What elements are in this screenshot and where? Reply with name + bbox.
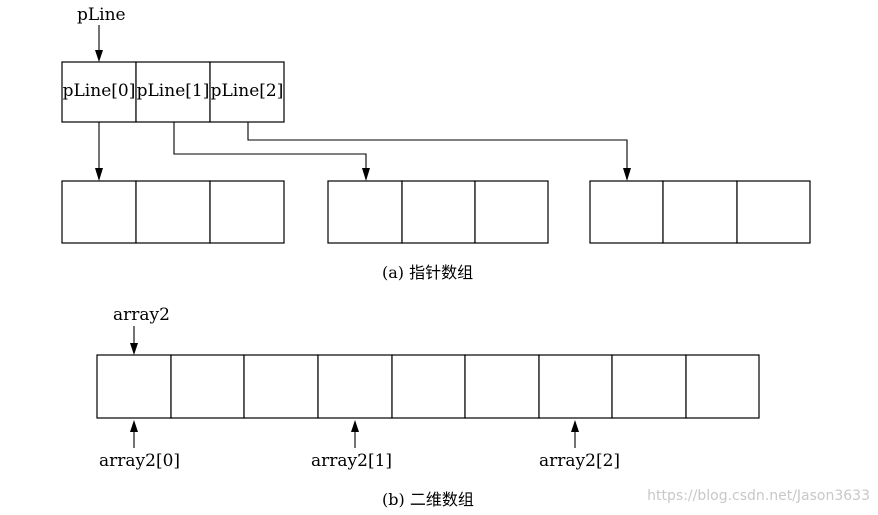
row1-cell-0 — [327, 180, 403, 244]
array2-cell-8 — [685, 354, 760, 419]
row0-cell-0 — [61, 180, 137, 244]
array2-cell-7 — [611, 354, 687, 419]
row2-cell-0 — [589, 180, 664, 244]
pline-cell-label-0: pLine[0] — [63, 81, 136, 101]
array2-cell-6 — [538, 354, 613, 419]
pointer-array: pLine[0] pLine[1] pLine[2] — [61, 61, 285, 123]
array2-1-arrow-head — [351, 420, 359, 432]
array2-row-label-2: array2[2] — [539, 451, 620, 471]
contiguous-array — [96, 354, 760, 419]
array2-label: array2 — [113, 305, 170, 325]
row1-cell-2 — [474, 180, 549, 244]
caption-b: (b) 二维数组 — [382, 490, 474, 509]
row2-cell-2 — [736, 180, 811, 244]
pline-cell-1 — [135, 61, 211, 123]
array2-0-arrow-head — [130, 420, 138, 432]
caption-a: (a) 指针数组 — [382, 263, 473, 282]
watermark: https://blog.csdn.net/Jason3633 — [647, 488, 870, 504]
pline-arrow-head — [95, 50, 103, 62]
row1-cell-1 — [401, 180, 476, 244]
connector-2-head — [623, 168, 631, 181]
array2-row-label-0: array2[0] — [99, 451, 180, 471]
pline-cell-label-2: pLine[2] — [211, 81, 284, 101]
pline-label: pLine — [77, 5, 126, 25]
row2-cell-1 — [662, 180, 738, 244]
array2-arrow-head — [130, 343, 138, 355]
connector-1 — [173, 122, 367, 170]
row0-cell-1 — [135, 180, 211, 244]
pline-cell-label-1: pLine[1] — [137, 81, 210, 101]
array2-cell-0 — [96, 354, 172, 419]
row-group-0 — [61, 180, 285, 244]
array2-row-label-1: array2[1] — [311, 451, 392, 471]
array2-cell-4 — [391, 354, 466, 419]
array2-cell-5 — [464, 354, 540, 419]
row-pointers — [130, 420, 579, 448]
row-group-1 — [327, 180, 549, 244]
array2-cell-3 — [317, 354, 393, 419]
array2-cell-1 — [170, 354, 245, 419]
connector-2 — [247, 122, 628, 170]
pointer-connectors — [95, 122, 631, 181]
pline-cell-2 — [209, 61, 285, 123]
row0-cell-2 — [209, 180, 285, 244]
connector-1-head — [362, 168, 370, 181]
array2-2-arrow-head — [571, 420, 579, 432]
array2-cell-2 — [243, 354, 319, 419]
connector-0-head — [95, 168, 103, 181]
row-group-2 — [589, 180, 811, 244]
